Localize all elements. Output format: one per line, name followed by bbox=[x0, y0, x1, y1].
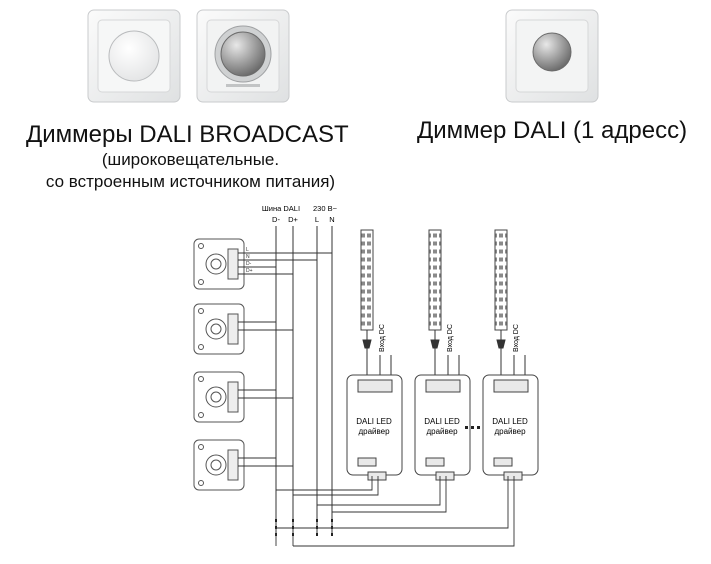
power-n-label: N bbox=[329, 215, 334, 224]
svg-text:N: N bbox=[246, 254, 250, 260]
driver-2-subtitle: драйвер bbox=[426, 427, 458, 436]
driver-2: Вход DC DALI LED драйвер bbox=[414, 229, 471, 481]
dali-bus-label: Шина DALI bbox=[262, 204, 300, 213]
driver-3-input-label: Вход DC bbox=[513, 324, 520, 352]
dali-plus-label: D+ bbox=[288, 215, 298, 224]
dimmer-terminal-marks: L N D- D+ bbox=[246, 247, 253, 274]
driver-bus-wires bbox=[275, 476, 515, 547]
dimmer-module-2 bbox=[193, 303, 245, 355]
driver-3: Вход DC DALI LED драйвер bbox=[482, 229, 539, 481]
bus-continuation bbox=[275, 519, 333, 536]
dimmer-module-1 bbox=[193, 238, 245, 290]
dali-minus-label: D- bbox=[272, 215, 280, 224]
dimmer-wires bbox=[238, 252, 332, 467]
broadcast-dimmer-white-photo bbox=[87, 9, 181, 103]
driver-1: Вход DC DALI LED драйвер bbox=[346, 229, 403, 481]
driver-3-subtitle: драйвер bbox=[494, 427, 526, 436]
driver-1-title: DALI LED bbox=[356, 417, 392, 426]
led-strip-3 bbox=[494, 229, 508, 331]
driver-2-input-label: Вход DC bbox=[447, 324, 454, 352]
led-strip-1 bbox=[360, 229, 374, 331]
broadcast-subtitle-1: (широковещательные. bbox=[101, 150, 280, 169]
svg-text:D+: D+ bbox=[246, 268, 253, 274]
driver-1-input-label: Вход DC bbox=[379, 324, 386, 352]
wiring-diagram: Шина DALI D- D+ 230 В~ L N bbox=[193, 204, 539, 547]
product-photos bbox=[87, 9, 599, 103]
driver-2-title: DALI LED bbox=[424, 417, 460, 426]
single-dimmer-title: Диммер DALI (1 адресс) bbox=[417, 117, 688, 144]
driver-3-title: DALI LED bbox=[492, 417, 528, 426]
power-label: 230 В~ bbox=[313, 204, 338, 213]
single-address-dimmer-photo bbox=[505, 9, 599, 103]
svg-text:L: L bbox=[246, 247, 249, 253]
led-strip-2 bbox=[428, 229, 442, 331]
dimmer-module-4 bbox=[193, 439, 245, 491]
broadcast-dimmer-metal-photo bbox=[196, 9, 290, 103]
driver-1-subtitle: драйвер bbox=[358, 427, 390, 436]
bus-lines bbox=[275, 226, 333, 536]
svg-text:D-: D- bbox=[246, 261, 252, 267]
broadcast-subtitle-2: со встроенным источником питания) bbox=[45, 172, 336, 191]
power-l-label: L bbox=[315, 215, 319, 224]
dimmer-module-3 bbox=[193, 371, 245, 423]
broadcast-title: Диммеры DALI BROADCAST bbox=[26, 121, 349, 148]
